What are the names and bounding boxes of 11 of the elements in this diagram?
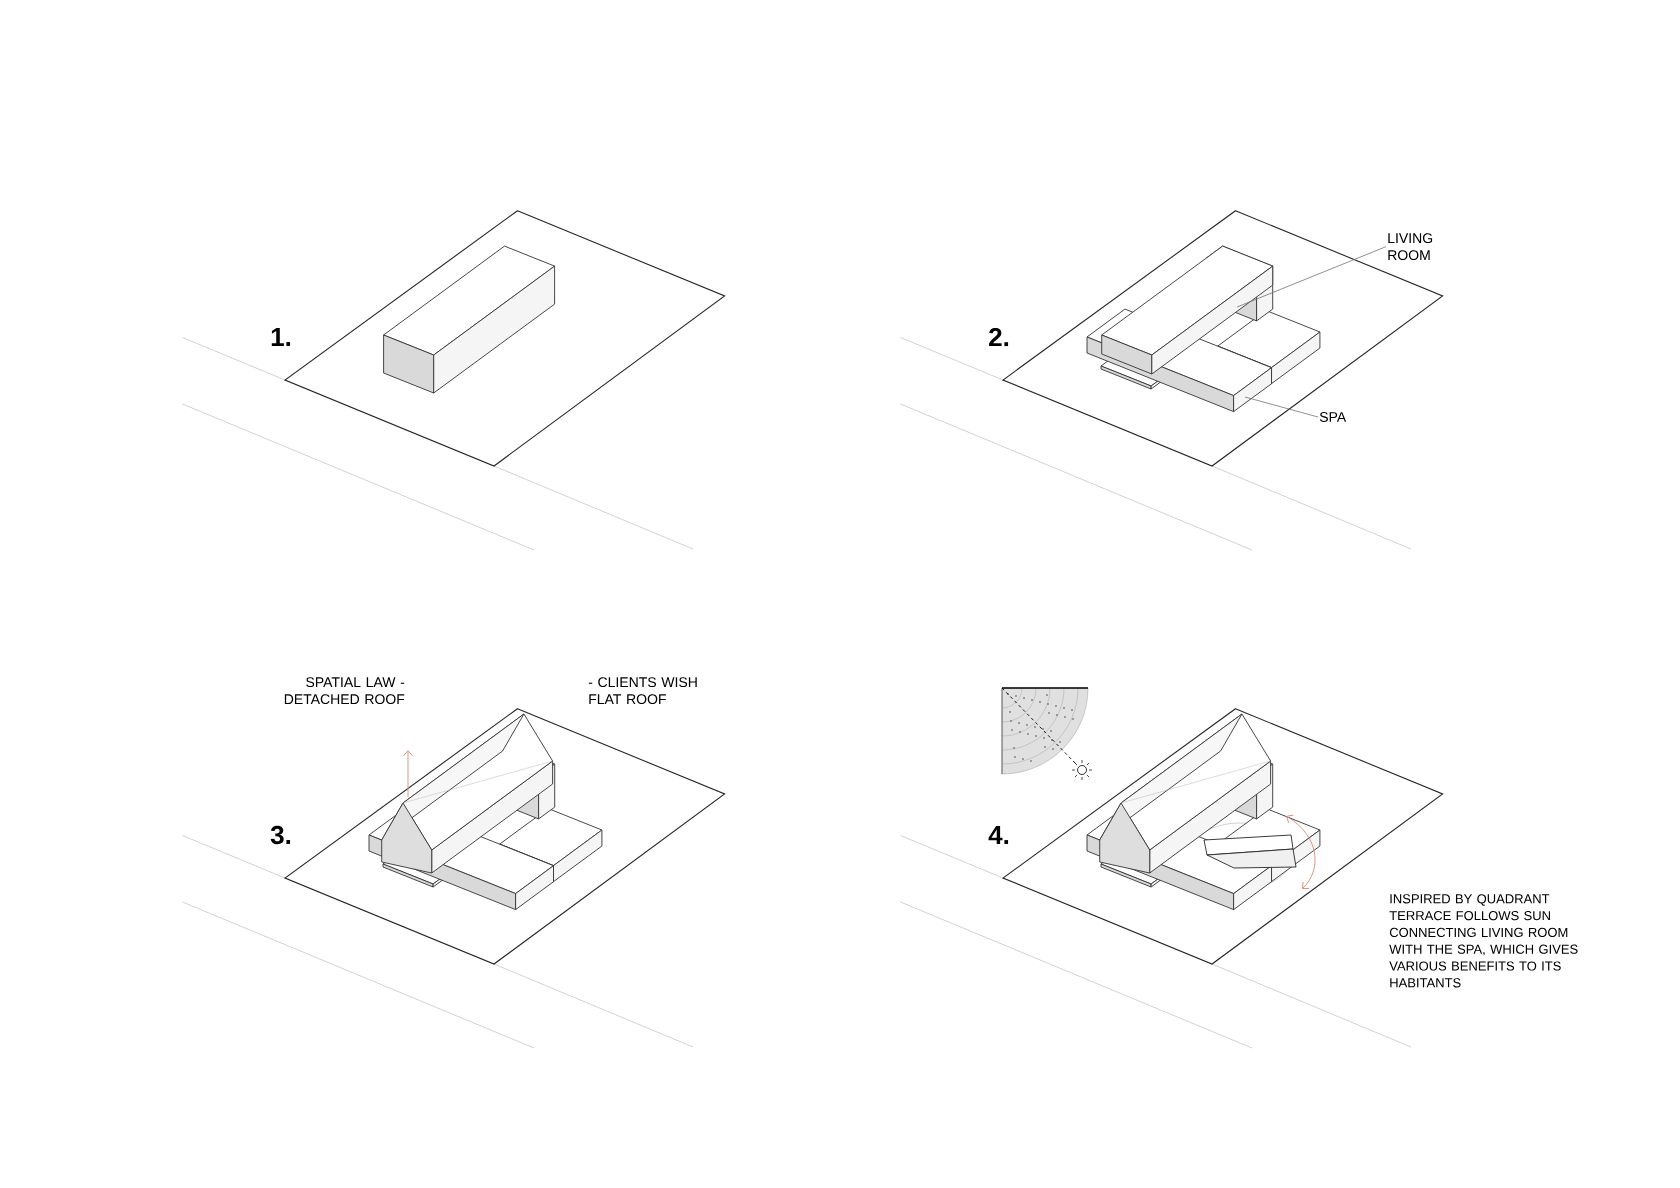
step-number: 2. <box>989 327 1009 347</box>
leader-line <box>1244 396 1319 418</box>
note-text: - CLIENTS WISH FLAT ROOF <box>588 677 697 705</box>
step-number: 1. <box>271 328 291 346</box>
callout-label: LIVING ROOM <box>1388 233 1433 261</box>
callout-label: SPA <box>1319 412 1347 422</box>
step-number: 3. <box>270 825 291 845</box>
note-text: SPATIAL LAW - DETACHED ROOF <box>284 677 405 705</box>
note-text: INSPIRED BY QUADRANT TERRACE FOLLOWS SUN CONNECTING LIVING ROOM WITH THE SPA, WHICH GIVES VARIOUS BENEFITS TO ITS HABITANTS <box>1389 894 1578 988</box>
leader-line <box>1236 246 1387 308</box>
step-number: 4. <box>988 826 1009 844</box>
